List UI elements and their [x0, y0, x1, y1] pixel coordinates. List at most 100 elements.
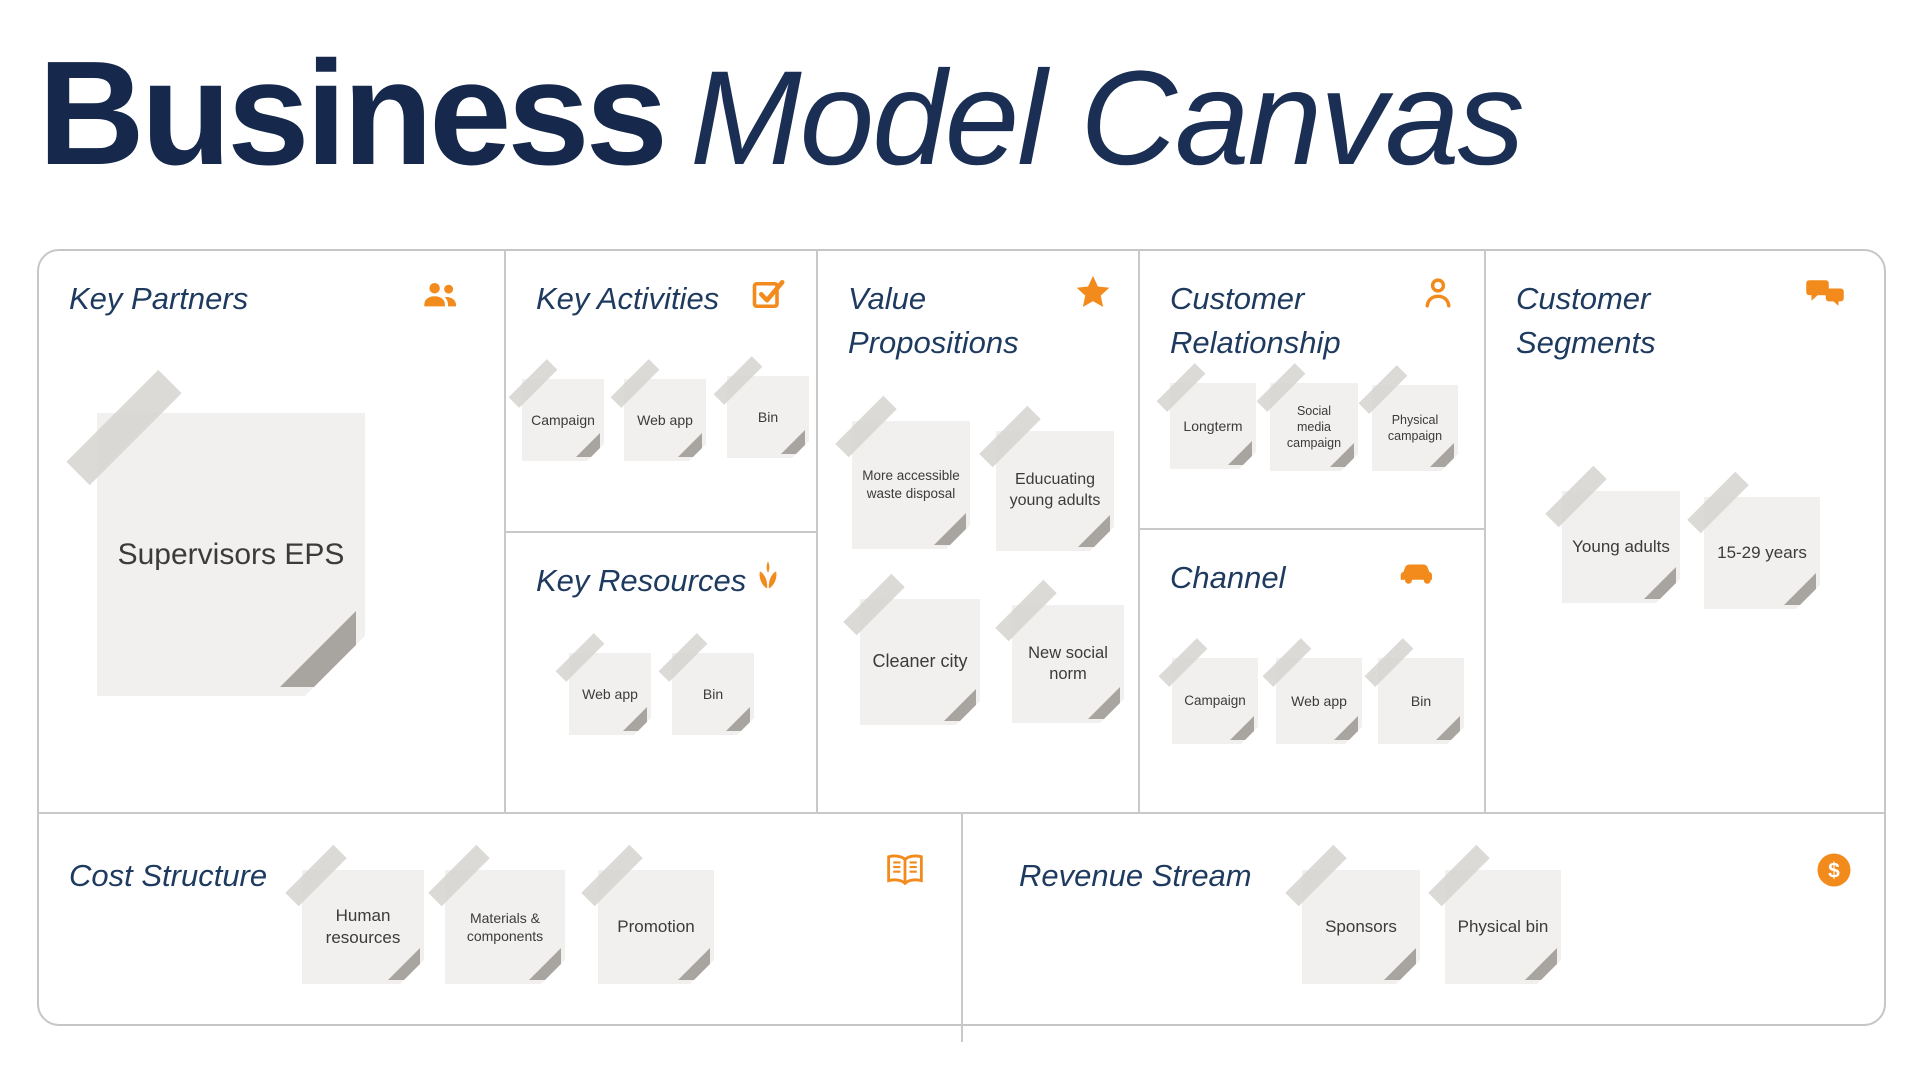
divider	[1138, 528, 1484, 530]
note-text: Physical campaign	[1387, 412, 1443, 443]
note-text: Social media campaign	[1286, 403, 1342, 451]
tape	[1364, 638, 1414, 687]
sticky-note: Cleaner city	[843, 573, 981, 726]
note-text: Longterm	[1183, 417, 1243, 434]
section-title: Cost Structure	[69, 858, 268, 893]
sticky-note: Supervisors EPS	[66, 369, 366, 697]
tape	[428, 844, 490, 907]
tape	[610, 359, 660, 408]
note-text: Promotion	[617, 916, 695, 936]
note-text: Web app	[1291, 692, 1347, 709]
tape	[1156, 363, 1206, 412]
note-text: Bin	[702, 685, 724, 702]
dollar-icon: $	[1816, 852, 1852, 888]
sticky-note: 15-29 years	[1687, 471, 1821, 610]
sticky-note: Bin	[658, 633, 755, 736]
tape	[555, 633, 605, 682]
title-light: Model Canvas	[690, 44, 1525, 193]
business-model-canvas: Key Partners Supervisors EPS Key Activit…	[37, 249, 1886, 1042]
star-icon	[1074, 273, 1112, 311]
tape	[285, 844, 347, 907]
tape	[1428, 844, 1490, 907]
section-cost-structure: Cost Structure Human resources Materials…	[39, 814, 961, 1028]
tape	[508, 359, 558, 408]
section-value-propositions: Value Propositions More accessible waste…	[818, 251, 1138, 812]
note-text: Cleaner city	[872, 651, 968, 672]
section-title: Key Resources	[536, 563, 747, 598]
section-key-activities: Key Activities Campaign Web app Bin	[506, 251, 816, 531]
section-title: Key Activities	[536, 281, 720, 316]
sticky-note: Campaign	[1158, 638, 1259, 745]
section-title: Revenue Stream	[1019, 858, 1252, 893]
sticky-note: New social norm	[995, 579, 1125, 724]
people-icon	[420, 279, 460, 311]
tape	[713, 356, 763, 405]
section-customer-relationship: Customer Relationship Longterm Social me…	[1140, 251, 1484, 528]
tape	[1358, 365, 1408, 414]
sticky-note: Young adults	[1545, 465, 1681, 604]
note-text: 15-29 years	[1717, 542, 1807, 562]
person-icon	[1420, 275, 1456, 311]
sticky-note: Materials & components	[428, 844, 566, 985]
sticky-note: Bin	[1364, 638, 1465, 745]
sticky-note: Educuating young adults	[979, 405, 1115, 552]
tape	[1285, 844, 1347, 907]
title-bold: Business	[38, 31, 668, 196]
divider	[504, 531, 816, 533]
section-title: Customer Relationship	[1170, 281, 1341, 361]
note-text: Bin	[1410, 692, 1432, 709]
tape	[1687, 471, 1749, 534]
sticky-note: Physical bin	[1428, 844, 1562, 985]
divider	[1138, 251, 1140, 812]
sticky-note: Human resources	[285, 844, 425, 985]
car-icon	[1398, 558, 1440, 586]
sticky-note: Bin	[713, 356, 810, 459]
note-text: Supervisors EPS	[117, 538, 345, 571]
note-text: Bin	[757, 408, 779, 425]
section-title: Channel	[1170, 560, 1286, 595]
tape	[835, 395, 897, 458]
section-key-partners: Key Partners Supervisors EPS	[39, 251, 504, 812]
note-text: Materials & components	[466, 909, 544, 944]
sticky-note: Physical campaign	[1358, 365, 1459, 472]
note-text: Educuating young adults	[1009, 471, 1101, 509]
tape	[658, 633, 708, 682]
tape	[995, 579, 1057, 642]
note-text: Sponsors	[1325, 916, 1397, 936]
divider	[1484, 251, 1486, 812]
note-text: New social norm	[1028, 643, 1108, 683]
tape	[1158, 638, 1208, 687]
note-text: Web app	[637, 411, 693, 428]
sticky-note: Promotion	[581, 844, 715, 985]
chat-bubbles-icon	[1804, 277, 1846, 309]
divider	[961, 812, 963, 1042]
section-customer-segments: Customer Segments Young adults 15-29 yea…	[1486, 251, 1884, 812]
tape	[979, 405, 1041, 468]
note-text: Web app	[582, 685, 638, 702]
section-revenue-stream: Revenue Stream $ Sponsors Physical bin	[963, 814, 1884, 1028]
tape	[581, 844, 643, 907]
page-header: Business Model Canvas	[38, 31, 1525, 196]
tape	[1545, 465, 1607, 528]
tape	[1262, 638, 1312, 687]
sticky-note: Web app	[610, 359, 707, 462]
divider	[816, 251, 818, 812]
note-text: Young adults	[1572, 536, 1670, 556]
note-text: Physical bin	[1457, 916, 1549, 936]
section-title: Value Propositions	[848, 281, 1019, 361]
section-channel: Channel Campaign Web app Bin	[1140, 530, 1484, 812]
svg-text:$: $	[1828, 860, 1840, 883]
checkbox-icon	[750, 277, 786, 313]
note-text: More accessible waste disposal	[862, 468, 960, 501]
note-text: Campaign	[1184, 693, 1246, 709]
note-text: Human resources	[325, 905, 401, 947]
sticky-note: Social media campaign	[1256, 363, 1359, 472]
tape	[843, 573, 905, 636]
sticky-note: Web app	[1262, 638, 1363, 745]
book-icon	[885, 852, 925, 888]
sticky-note: Longterm	[1156, 363, 1257, 470]
sticky-note: Campaign	[508, 359, 605, 462]
tape	[66, 369, 182, 486]
section-title: Key Partners	[69, 281, 249, 316]
note-text: Campaign	[531, 411, 595, 428]
